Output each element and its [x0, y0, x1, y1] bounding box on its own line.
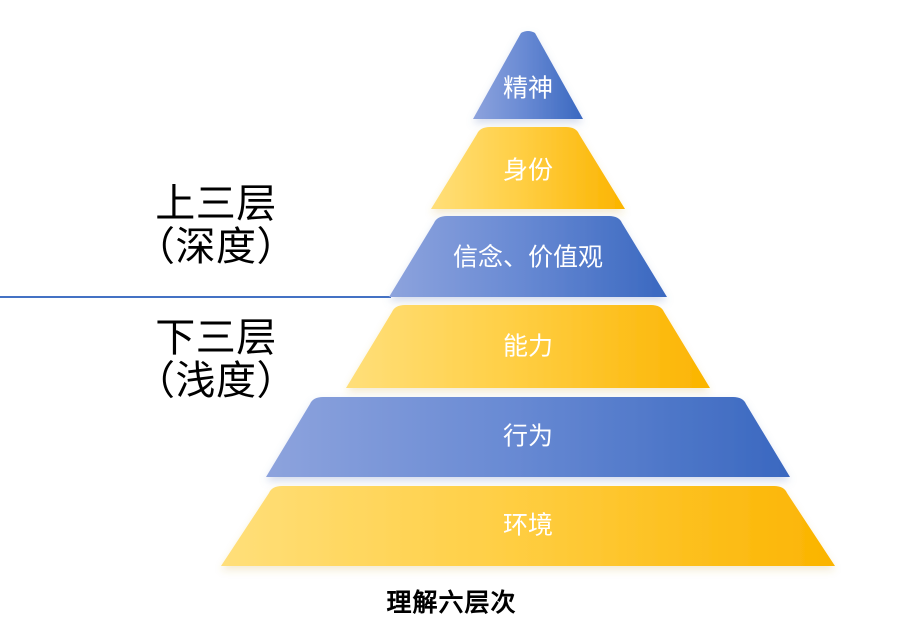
pyramid-level-5[interactable]: 行为	[266, 397, 790, 477]
group-label-upper: 上三层 （深度）	[96, 182, 336, 270]
pyramid-level-5-shape	[266, 397, 790, 477]
pyramid-level-1[interactable]: 精神	[473, 31, 583, 119]
group-divider-line	[0, 296, 391, 298]
pyramid-level-4-shape	[346, 305, 710, 388]
pyramid-level-1-label: 精神	[503, 74, 553, 103]
group-label-lower-line2: （浅度）	[135, 359, 297, 404]
group-label-upper-line2: （深度）	[135, 225, 297, 270]
group-label-upper-line1: 上三层	[155, 182, 277, 226]
pyramid-level-1-shape	[473, 31, 583, 119]
diagram-caption: 理解六层次	[386, 589, 517, 617]
pyramid-level-6[interactable]: 环境	[221, 486, 835, 566]
pyramid-level-2-label: 身份	[503, 156, 553, 185]
pyramid-level-2[interactable]: 身份	[431, 127, 625, 209]
pyramid-level-5-label: 行为	[503, 422, 553, 451]
pyramid-level-3-label: 信念、价值观	[453, 243, 603, 272]
group-label-lower-line1: 下三层	[155, 316, 277, 360]
pyramid-level-4-label: 能力	[503, 332, 553, 361]
pyramid-level-6-label: 环境	[503, 511, 553, 540]
pyramid-level-6-shape	[221, 486, 835, 566]
pyramid-level-3[interactable]: 信念、价值观	[389, 216, 667, 297]
pyramid-level-4[interactable]: 能力	[346, 305, 710, 388]
pyramid-level-2-shape	[431, 127, 625, 209]
group-label-lower: 下三层 （浅度）	[96, 316, 336, 404]
pyramid-level-3-shape	[389, 216, 667, 297]
